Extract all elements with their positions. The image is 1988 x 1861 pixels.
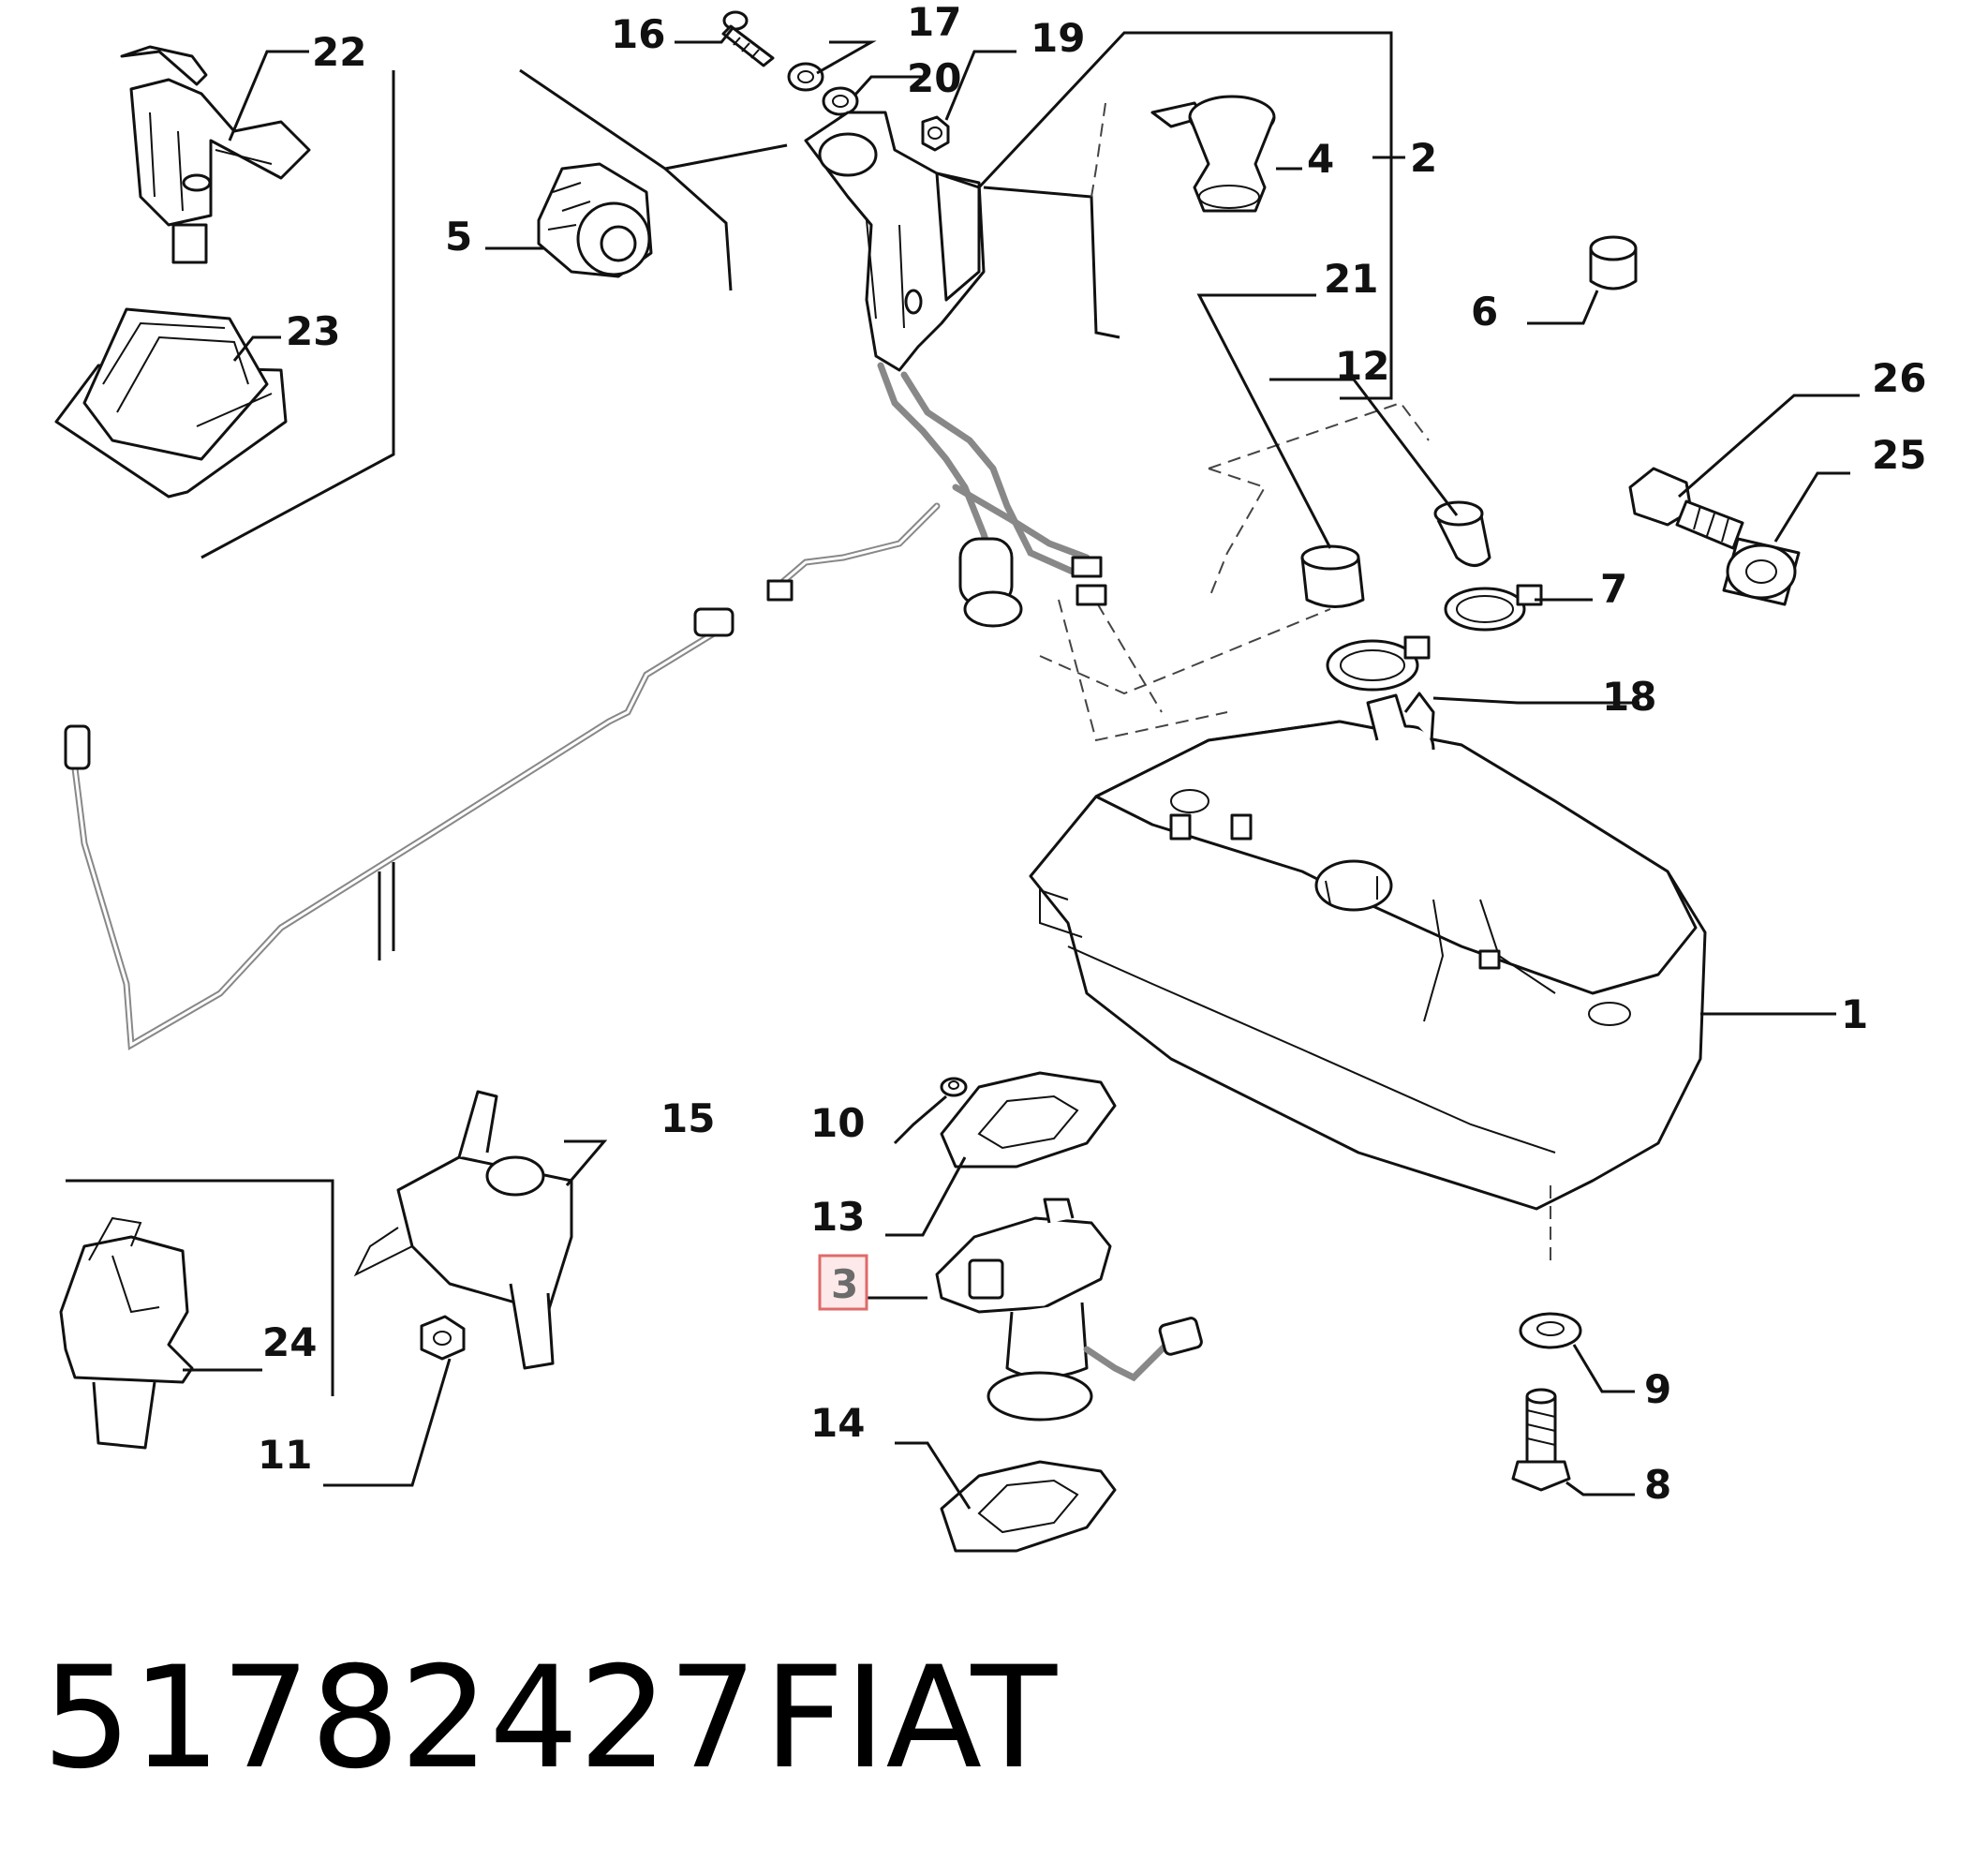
callout-1: 1 [1841,991,1868,1037]
leader-14 [895,1441,972,1510]
part-5-cap [537,162,653,278]
leader-17 [816,40,877,75]
part-1-fuel-tank [1029,692,1707,1265]
callout-23: 23 [286,308,340,354]
leader-26 [1678,394,1860,499]
callout-labels: 1 2 3 4 5 6 7 8 9 10 11 12 13 14 15 16 1… [258,0,1926,1508]
callout-20: 20 [907,55,961,101]
part-13-seal [940,1071,1117,1169]
group-dividers [66,31,1393,1396]
callout-8: 8 [1644,1462,1671,1508]
callout-7: 7 [1600,566,1627,612]
callout-21: 21 [1324,256,1378,302]
leader-21 [1196,293,1332,549]
part-15-bracket [353,1090,573,1370]
part-22-clip [120,45,311,264]
leader-13 [885,1156,967,1237]
part-8-bolt [1511,1388,1571,1492]
part-18-clamp [1326,635,1431,692]
callout-19: 19 [1031,15,1085,61]
callout-9: 9 [1644,1366,1671,1412]
caption: 51782427 FIAT [42,1637,1058,1800]
leader-16 [675,27,734,44]
leader-23 [232,335,281,362]
part-12-sleeve [1433,500,1491,567]
leader-25 [1773,471,1850,543]
part-17-washer [787,62,824,92]
leader-lines [183,27,1860,1510]
callout-18: 18 [1602,674,1656,720]
leader-18 [1432,696,1639,705]
leader-19 [944,50,1016,121]
leader-15 [564,1139,608,1186]
callout-13: 13 [810,1194,865,1240]
callout-25: 25 [1872,432,1926,478]
callout-6: 6 [1471,289,1498,335]
callout-2: 2 [1410,135,1437,181]
part-9-washer [1519,1312,1582,1349]
leader-11 [323,1358,452,1487]
callout-11: 11 [258,1432,312,1478]
callout-5: 5 [445,214,472,260]
part-26-bolt [1628,467,1744,550]
part-10-nut [940,1077,968,1097]
part-19-nut [921,115,950,152]
callout-12: 12 [1335,343,1389,389]
callout-22: 22 [312,29,366,75]
dashed-guides [1039,102,1430,742]
part-7-clamp [1444,584,1543,632]
part-3-fuel-pump [935,1198,1203,1422]
callout-26: 26 [1872,355,1926,401]
callout-14: 14 [810,1400,865,1446]
part-number: 51782427 [42,1637,757,1800]
callout-17: 17 [907,0,961,45]
callout-4: 4 [1307,136,1334,182]
callout-16: 16 [611,11,665,57]
callout-15: 15 [660,1095,715,1141]
leader-20 [853,75,923,97]
leader-10 [893,1094,947,1145]
callout-10: 10 [810,1100,865,1146]
callout-24: 24 [262,1319,317,1365]
leader-6 [1527,290,1599,325]
part-24-clip [59,1216,194,1450]
leader-12 [1269,378,1459,516]
part-16-screw [721,10,775,67]
part-11-nut [420,1315,466,1361]
leader-8 [1565,1481,1635,1496]
leader-22 [228,50,309,141]
callout-3-highlight-box [818,1254,868,1311]
callout-3: 3 [831,1261,858,1307]
fuel-line [64,607,734,1050]
part-21-sleeve [1300,544,1365,608]
part-20-washer [822,86,859,116]
part-25-spacer [1722,537,1801,606]
part-6-bushing [1589,235,1638,290]
brand-name: FIAT [764,1637,1058,1800]
part-14-seal [940,1460,1117,1553]
part-4-valve [1150,95,1276,213]
part-2-filler-neck [766,111,1107,628]
part-23-pad [54,307,288,499]
leader-9 [1572,1344,1635,1393]
